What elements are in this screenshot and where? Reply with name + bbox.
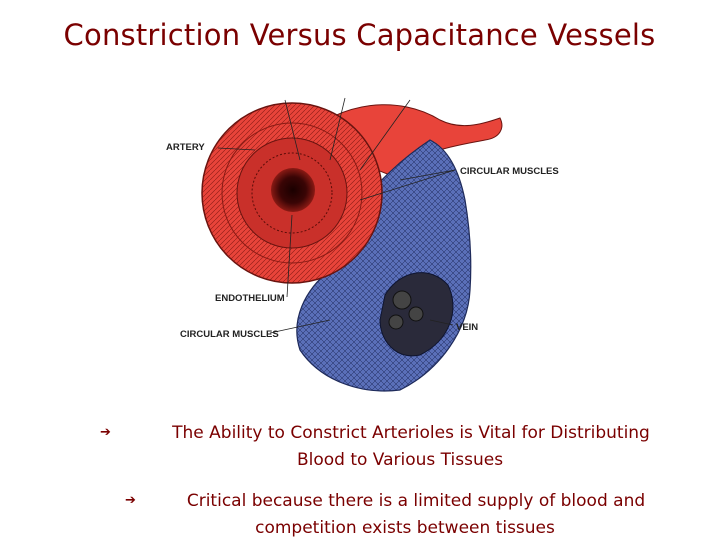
arrow-right-icon: ➔ [125,493,136,508]
label-endothelium: ENDOTHELIUM [215,293,285,304]
bullet-1-line-1: The Ability to Constrict Arterioles is V… [172,423,650,443]
bullet-2-line-2: competition exists between tissues [255,518,555,538]
label-vein: VEIN [456,322,478,333]
label-circular-muscles-top: CIRCULAR MUSCLES [460,166,559,177]
bullet-2-line-1: Critical because there is a limited supp… [186,491,646,511]
bullet-item-1: The Ability to Constrict Arterioles is V… [100,420,700,474]
slide-title: Constriction Versus Capacitance Vessels [63,18,656,52]
artery-lumen [271,168,315,212]
label-circular-muscles-bottom: CIRCULAR MUSCLES [180,329,279,340]
label-artery: ARTERY [166,142,205,153]
bullet-item-2: Critical because there is a limited supp… [125,488,685,542]
bullet-1-line-2: Blood to Various Tissues [296,450,504,470]
arrow-right-icon: ➔ [100,425,111,440]
